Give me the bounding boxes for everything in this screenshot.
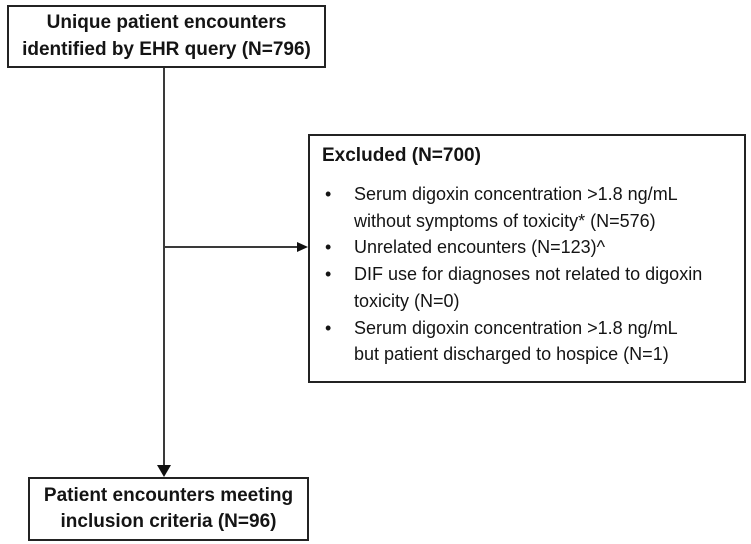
bullet-text: DIF use for diagnoses not related to dig…	[354, 261, 702, 314]
bullet-icon: •	[325, 264, 332, 285]
arrowhead-down-icon	[157, 465, 171, 477]
excluded-bullet-list: • Serum digoxin concentration >1.8 ng/mL…	[322, 181, 734, 368]
bullet-text: Serum digoxin concentration >1.8 ng/mL w…	[354, 181, 678, 234]
bullet-icon: •	[325, 237, 332, 258]
bullet-line: without symptoms of toxicity* (N=576)	[354, 210, 656, 231]
bullet-line: toxicity (N=0)	[354, 290, 460, 311]
bottom-box: Patient encounters meeting inclusion cri…	[28, 477, 309, 541]
top-box: Unique patient encounters identified by …	[7, 5, 326, 68]
bullet-text: Serum digoxin concentration >1.8 ng/mL b…	[354, 315, 678, 368]
bullet-line: Unrelated encounters (N=123)^	[354, 237, 606, 258]
bullet-line: but patient discharged to hospice (N=1)	[354, 344, 669, 365]
bullet-line: DIF use for diagnoses not related to dig…	[354, 264, 703, 285]
bullet-text: Unrelated encounters (N=123)^	[354, 234, 605, 261]
excluded-box-title: Excluded (N=700)	[322, 145, 481, 166]
bullet-line: Serum digoxin concentration >1.8 ng/mL	[354, 317, 678, 338]
bullet-item: • Serum digoxin concentration >1.8 ng/mL…	[322, 181, 734, 234]
top-box-line-1: Unique patient encounters	[46, 12, 287, 33]
bullet-icon: •	[325, 184, 332, 204]
bullet-item: • Serum digoxin concentration >1.8 ng/mL…	[322, 315, 734, 368]
bullet-item: • DIF use for diagnoses not related to d…	[322, 261, 734, 314]
bottom-box-line-2: inclusion criteria (N=96)	[60, 511, 277, 532]
bullet-icon: •	[325, 317, 332, 338]
vertical-connector-line	[163, 68, 165, 465]
branch-connector-line	[164, 246, 297, 248]
bullet-line: Serum digoxin concentration >1.8 ng/mL	[354, 184, 678, 204]
bottom-box-line-1: Patient encounters meeting	[43, 484, 294, 506]
arrowhead-right-icon	[297, 242, 308, 252]
bullet-item: • Unrelated encounters (N=123)^	[322, 234, 734, 261]
top-box-line-2: identified by EHR query (N=796)	[22, 38, 311, 60]
excluded-box: Excluded (N=700) • Serum digoxin concent…	[308, 134, 746, 383]
